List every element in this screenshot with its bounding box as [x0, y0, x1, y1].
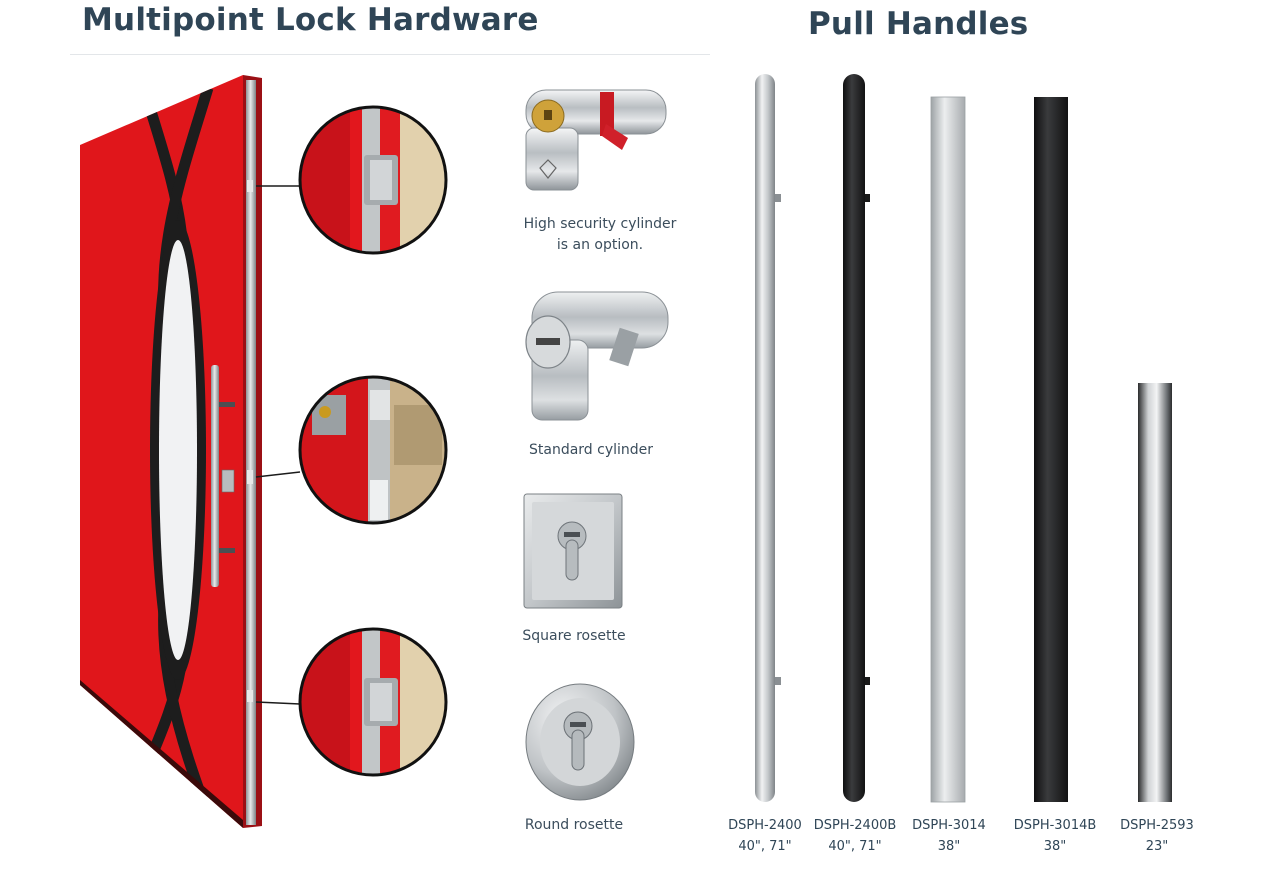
- handle-dsph-2593: [1138, 383, 1172, 802]
- section-title-pull-handles: Pull Handles: [808, 6, 1029, 42]
- handle-size: 38": [1043, 839, 1067, 854]
- handle-dsph-2400: [755, 74, 775, 802]
- zoom-circle-middle: [300, 377, 446, 523]
- round-rosette-image: [525, 683, 635, 801]
- caption-line: High security cylinder: [523, 216, 677, 232]
- handle-model: DSPH-3014B: [1013, 818, 1097, 833]
- pull-handles-illustration: [755, 74, 1172, 803]
- caption-square-rosette: Square rosette: [522, 628, 626, 644]
- handle-model: DSPH-3014: [912, 818, 986, 833]
- handle-label-dsph-2400b: DSPH-2400B 40", 71": [814, 815, 897, 857]
- handle-model: DSPH-2400B: [813, 818, 897, 833]
- handle-model: DSPH-2593: [1120, 818, 1194, 833]
- door-glass: [159, 240, 197, 660]
- handle-size: 40", 71": [828, 839, 882, 854]
- door-illustration: [80, 75, 448, 828]
- square-rosette-image: [523, 493, 623, 609]
- handle-dsph-3014: [930, 96, 966, 803]
- door-pull-handle: [211, 365, 219, 587]
- handle-label-dsph-2593: DSPH-2593 23": [1120, 815, 1194, 857]
- handle-label-dsph-3014: DSPH-3014 38": [912, 815, 986, 857]
- handle-size: 40", 71": [738, 839, 792, 854]
- caption-standard-cylinder: Standard cylinder: [528, 442, 654, 458]
- caption-round-rosette: Round rosette: [524, 817, 624, 833]
- handle-label-dsph-2400: DSPH-2400 40", 71": [728, 815, 802, 857]
- multipoint-strip: [246, 80, 256, 825]
- handle-dsph-3014b: [1034, 97, 1068, 802]
- handle-label-dsph-3014b: DSPH-3014B 38": [1014, 815, 1097, 857]
- caption-high-security-cylinder: High security cylinder is an option.: [520, 214, 680, 256]
- high-security-cylinder-image: [525, 89, 667, 191]
- section-title-multipoint-lock: Multipoint Lock Hardware: [82, 2, 539, 38]
- handle-size: 23": [1145, 839, 1169, 854]
- handle-size: 38": [937, 839, 961, 854]
- standard-cylinder-image: [525, 291, 669, 421]
- caption-line: is an option.: [556, 237, 644, 253]
- title-divider: [70, 54, 710, 55]
- handle-model: DSPH-2400: [728, 818, 802, 833]
- handle-dsph-2400b: [843, 74, 865, 802]
